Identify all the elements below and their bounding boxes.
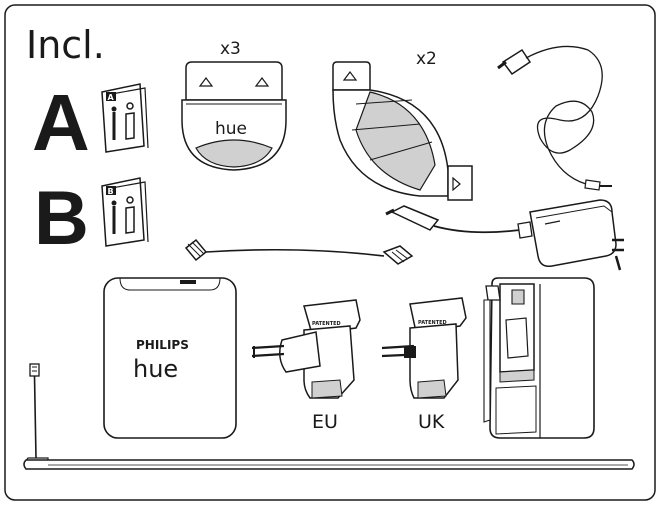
included-heading: Incl. xyxy=(26,23,105,67)
end-cap-quantity: x3 xyxy=(220,39,241,59)
end-cap-logo: hue xyxy=(215,119,247,139)
end-cap: x3 hue xyxy=(181,39,287,171)
corner-connector: x2 xyxy=(332,49,473,201)
corner-quantity: x2 xyxy=(416,49,437,69)
manual-a-booklet-icon: A xyxy=(101,83,149,153)
eu-adapter-stamp: PATENTED xyxy=(312,321,341,327)
manual-b-letter: B xyxy=(34,176,89,261)
manual-b-booklet-icon: B xyxy=(101,177,149,247)
power-supply xyxy=(385,199,624,271)
manual-b: B B xyxy=(34,176,149,261)
manual-a-letter: A xyxy=(32,78,90,167)
manual-b-tab: B xyxy=(108,187,114,196)
eu-adapter: PATENTED EU xyxy=(251,299,361,433)
uk-adapter-stamp: PATENTED xyxy=(418,320,447,326)
bridge-logo: hue xyxy=(133,355,178,383)
uk-adapter-label: UK xyxy=(418,411,445,433)
eu-adapter-label: EU xyxy=(312,411,338,433)
light-strip-bar xyxy=(23,363,635,470)
power-cable-coil xyxy=(497,45,612,191)
hue-bridge: PHILIPS hue xyxy=(103,277,237,439)
ethernet-cable xyxy=(184,238,414,265)
manual-a-tab: A xyxy=(108,93,115,102)
uk-adapter: PATENTED UK xyxy=(381,297,467,433)
manual-a: A A xyxy=(32,78,149,167)
power-unit xyxy=(483,277,595,439)
bridge-brand: PHILIPS xyxy=(136,338,189,352)
